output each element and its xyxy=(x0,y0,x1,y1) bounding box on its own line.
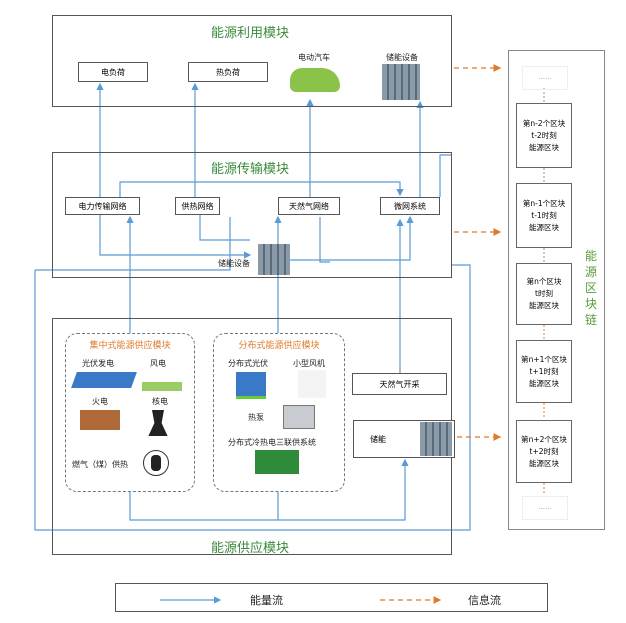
battery-storage-icon xyxy=(382,64,420,100)
energy-line xyxy=(35,217,231,271)
heating-network-box: 供热网络 xyxy=(175,197,220,215)
transmission-module xyxy=(52,152,452,278)
energy-line xyxy=(199,215,250,241)
supply-storage-label: 储能 xyxy=(370,434,386,444)
electric-car-icon xyxy=(290,68,340,92)
battery-storage-icon xyxy=(258,244,290,275)
gas-heating-label: 燃气（煤）供热 xyxy=(72,460,128,469)
legend-energy-flow: 能量流 xyxy=(250,594,283,607)
cchp-generator-icon xyxy=(255,450,299,474)
distributed-title: 分布式能源供应模块 xyxy=(238,341,320,351)
blockchain-container xyxy=(508,50,605,530)
solar-panel-icon xyxy=(71,372,137,388)
utilization-module xyxy=(52,15,452,107)
centralized-title: 集中式能源供应模块 xyxy=(89,341,171,351)
storage-label: 储能设备 xyxy=(386,53,418,62)
small-wind-label: 小型风机 xyxy=(293,359,325,368)
blockchain-title: 能源区块链 xyxy=(585,249,598,327)
pv-label: 光伏发电 xyxy=(82,359,114,368)
energy-line xyxy=(319,217,330,263)
supply-title: 能源供应模块 xyxy=(210,541,290,556)
heat-load-box: 热负荷 xyxy=(188,62,268,82)
energy-line xyxy=(129,458,409,521)
transmission-storage-label: 储能设备 xyxy=(218,259,250,268)
gas-extraction-box: 天然气开采 xyxy=(352,373,447,395)
legend xyxy=(115,583,548,612)
energy-line xyxy=(34,264,471,531)
centralized-supply-group xyxy=(65,333,195,492)
energy-line xyxy=(290,215,414,261)
ev-label: 电动汽车 xyxy=(298,53,330,62)
boiler-icon xyxy=(143,450,169,476)
chain-ellipsis-top: …… xyxy=(522,66,568,90)
distributed-supply-group xyxy=(213,333,345,492)
distributed-pv-label: 分布式光伏 xyxy=(228,359,268,368)
thermal-label: 火电 xyxy=(92,397,108,406)
legend-info-flow: 信息流 xyxy=(468,594,501,607)
cchp-label: 分布式冷热电三联供系统 xyxy=(228,438,316,447)
microgrid-box: 微网系统 xyxy=(380,197,440,215)
heat-pump-icon xyxy=(283,405,315,429)
power-grid-box: 电力传输网络 xyxy=(65,197,140,215)
chain-ellipsis-bottom: …… xyxy=(522,496,568,520)
nuclear-label: 核电 xyxy=(152,397,168,406)
energy-line xyxy=(99,215,252,259)
small-wind-turbine-icon xyxy=(298,370,326,398)
electric-load-box: 电负荷 xyxy=(78,62,148,82)
transmission-title: 能源传输模块 xyxy=(210,162,290,177)
gas-network-box: 天然气网络 xyxy=(278,197,340,215)
utilization-title: 能源利用模块 xyxy=(210,26,290,41)
energy-line xyxy=(119,181,404,197)
solar-panel-icon xyxy=(236,372,266,399)
wind-label: 风电 xyxy=(150,359,166,368)
energy-line xyxy=(439,154,452,197)
wind-turbine-icon xyxy=(142,370,182,391)
battery-storage-icon xyxy=(420,422,452,456)
heat-pump-label: 热泵 xyxy=(248,413,264,422)
power-plant-icon xyxy=(80,410,120,430)
